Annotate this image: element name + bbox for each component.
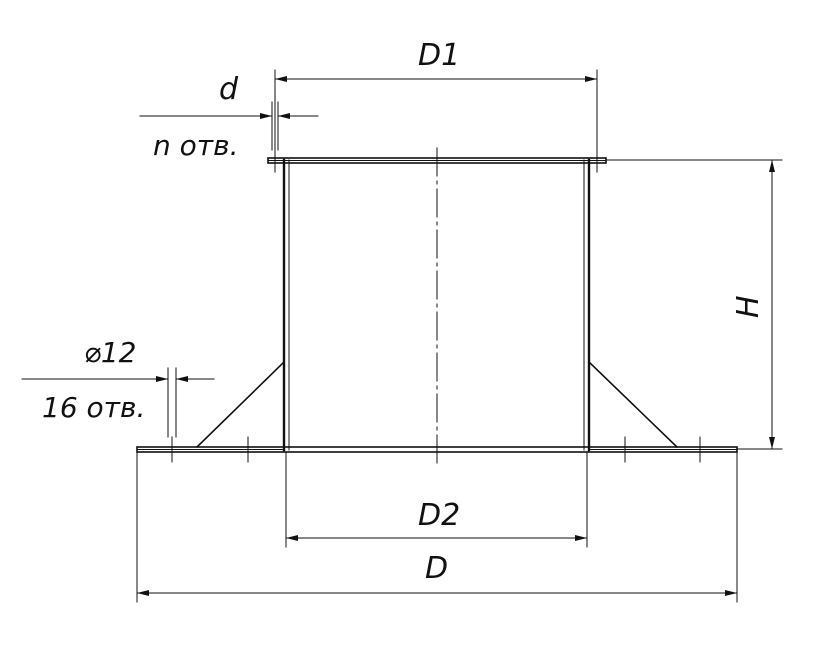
dimension-d-overall bbox=[136, 451, 738, 603]
label-n-holes: n отв. bbox=[153, 129, 239, 162]
label-d: d bbox=[219, 72, 239, 107]
label-d2: D2 bbox=[418, 498, 460, 533]
label-d1: D1 bbox=[418, 38, 460, 73]
label-d-overall: D bbox=[425, 551, 448, 586]
cylinder-body bbox=[282, 158, 591, 452]
dimension-bottom-hole bbox=[21, 367, 215, 438]
dimension-h bbox=[605, 159, 783, 450]
dimension-d-hole bbox=[139, 101, 319, 151]
dimension-d2 bbox=[285, 451, 588, 548]
gussets bbox=[195, 360, 679, 449]
dimension-d1 bbox=[274, 69, 598, 151]
label-16-holes: 16 отв. bbox=[42, 391, 145, 424]
label-h: H bbox=[731, 295, 766, 318]
label-diam-12: ⌀12 bbox=[84, 336, 137, 369]
